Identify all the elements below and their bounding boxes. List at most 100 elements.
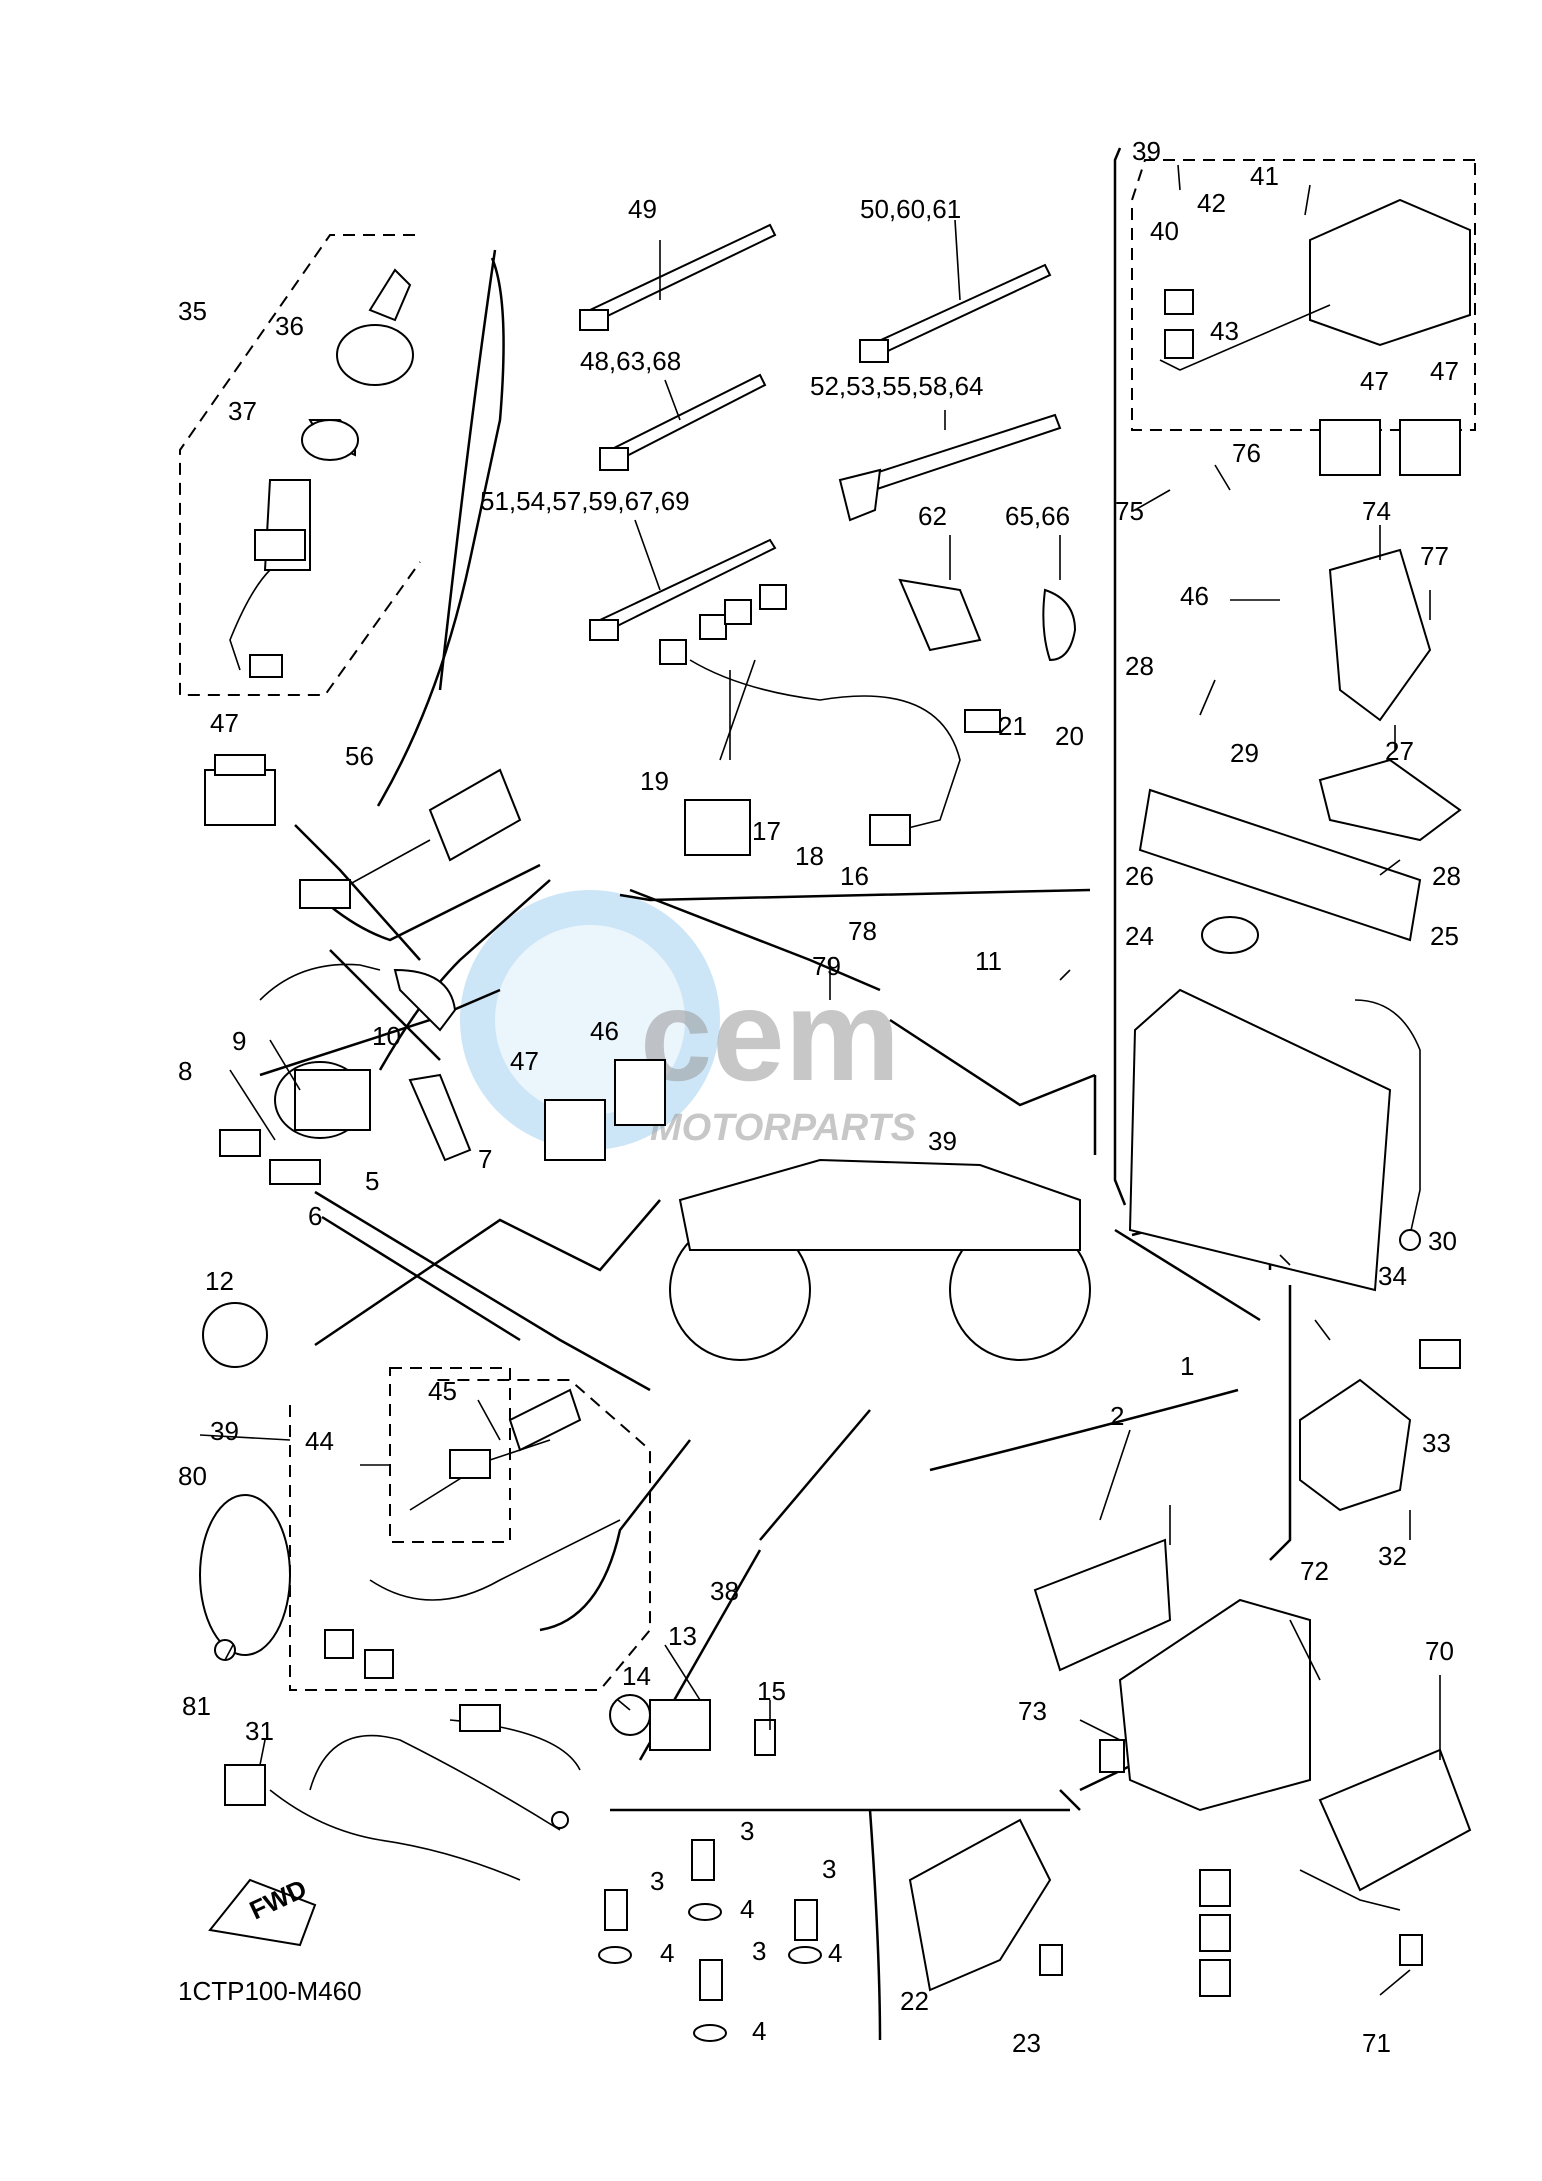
callout-label: 9 (232, 1026, 246, 1056)
callout-label: 47 (210, 708, 239, 738)
callout-label: 51,54,57,59,67,69 (480, 486, 690, 516)
callout-label: 39 (1132, 136, 1161, 166)
callout-label: 12 (205, 1266, 234, 1296)
callout-label: 44 (305, 1426, 334, 1456)
fwd-arrow: FWD (208, 1873, 317, 1947)
callout-label: 71 (1362, 2028, 1391, 2058)
regulator-70 (1199, 1748, 1472, 1997)
callout-label: 36 (275, 311, 304, 341)
callout-label: 50,60,61 (860, 194, 961, 224)
battery-bracket (1138, 548, 1462, 942)
relay-top-left (204, 754, 276, 826)
dashed-group-boxes (179, 159, 1476, 1691)
callout-label: 79 (812, 951, 841, 981)
callout-label: 46 (1180, 581, 1209, 611)
callout-label: 19 (640, 766, 669, 796)
callout-label: 10 (372, 1021, 401, 1051)
callout-label: 37 (228, 396, 257, 426)
callout-label: 14 (622, 1661, 651, 1691)
callout-label: 40 (1150, 216, 1179, 246)
callout-label: 77 (1420, 541, 1449, 571)
callout-label: 5 (365, 1166, 379, 1196)
callout-label: 52,53,55,58,64 (810, 371, 984, 401)
callout-label: 47 (1430, 356, 1459, 386)
callout-label: 48,63,68 (580, 346, 681, 376)
watermark-brand: cem (640, 962, 900, 1108)
neutral-switch-13 (449, 1694, 776, 1771)
callout-label: 41 (1250, 161, 1279, 191)
callout-label: 17 (752, 816, 781, 846)
sub-wire-44 (324, 1388, 621, 1679)
callout-label: 80 (178, 1461, 207, 1491)
callout-label: 29 (1230, 738, 1259, 768)
callout-label: 45 (428, 1376, 457, 1406)
callout-label: 23 (1012, 2028, 1041, 2058)
fuse-box-39 (1159, 198, 1471, 371)
callout-label: 20 (1055, 721, 1084, 751)
battery-24 (1128, 916, 1421, 1292)
callout-label: 65,66 (1005, 501, 1070, 531)
vehicle-outline (669, 1158, 1091, 1361)
cable-ties (579, 223, 1062, 641)
callout-label: 47 (1360, 366, 1389, 396)
callout-label: 15 (757, 1676, 786, 1706)
callout-label: 33 (1422, 1428, 1451, 1458)
callout-label: 16 (840, 861, 869, 891)
rectifier-22 (908, 1818, 1063, 1992)
callout-label: 28 (1432, 861, 1461, 891)
callout-label: 81 (182, 1691, 211, 1721)
callout-label: 13 (668, 1621, 697, 1651)
callout-label: 24 (1125, 921, 1154, 951)
callout-label: 26 (1125, 861, 1154, 891)
callout-label: 76 (1232, 438, 1261, 468)
callout-label: 49 (628, 194, 657, 224)
callout-label: 1 (1180, 1351, 1194, 1381)
callout-label: 6 (308, 1201, 322, 1231)
callout-label: 70 (1425, 1636, 1454, 1666)
relays-46-47 (544, 419, 1461, 1161)
callout-label: 8 (178, 1056, 192, 1086)
key-switch-assembly (229, 268, 414, 678)
starter-relay-32 (1299, 1339, 1461, 1512)
callout-label: 7 (478, 1144, 492, 1174)
callout-label: 32 (1378, 1541, 1407, 1571)
callout-label: 75 (1115, 496, 1144, 526)
callout-label: 34 (1378, 1261, 1407, 1291)
sensor-12-and-horn-80 (199, 1302, 291, 1661)
bolts-3-4 (598, 1839, 822, 2042)
callout-label: 3 (740, 1816, 754, 1846)
callout-label: 73 (1018, 1696, 1047, 1726)
light-socket-56 (299, 768, 522, 909)
callout-label: 38 (710, 1576, 739, 1606)
leader-lines (199, 164, 1441, 1996)
callout-label: 2 (1110, 1401, 1124, 1431)
callout-label: 4 (752, 2016, 766, 2046)
section-dividers (259, 147, 1292, 2041)
callout-label: 42 (1197, 188, 1226, 218)
sub-harness-19-20 (659, 584, 1001, 856)
callout-label: 72 (1300, 1556, 1329, 1586)
diagram-code: 1CTP100-M460 (178, 1976, 362, 2006)
clamps-62-65 (898, 578, 1077, 662)
callout-label: 56 (345, 741, 374, 771)
callout-label: 39 (210, 1416, 239, 1446)
callout-label: 28 (1125, 651, 1154, 681)
callout-label: 35 (178, 296, 207, 326)
callout-label: 22 (900, 1986, 929, 2016)
callout-label: 4 (660, 1938, 674, 1968)
callout-label: 46 (590, 1016, 619, 1046)
callout-label: 43 (1210, 316, 1239, 346)
callout-label: 78 (848, 916, 877, 946)
callout-label: 4 (828, 1938, 842, 1968)
callout-label: 62 (918, 501, 947, 531)
main-harness-31 (224, 1734, 569, 1881)
callout-label: 27 (1385, 736, 1414, 766)
watermark-sub: MOTORPARTS (650, 1107, 916, 1149)
callout-label: 3 (650, 1866, 664, 1896)
callout-label: 25 (1430, 921, 1459, 951)
callout-label: 30 (1428, 1226, 1457, 1256)
callout-label: 3 (822, 1854, 836, 1884)
callout-label: 18 (795, 841, 824, 871)
callout-labels: 1 2 3 3 3 3 4 4 4 4 5 6 7 8 9 10 11 12 1… (178, 136, 1461, 2058)
